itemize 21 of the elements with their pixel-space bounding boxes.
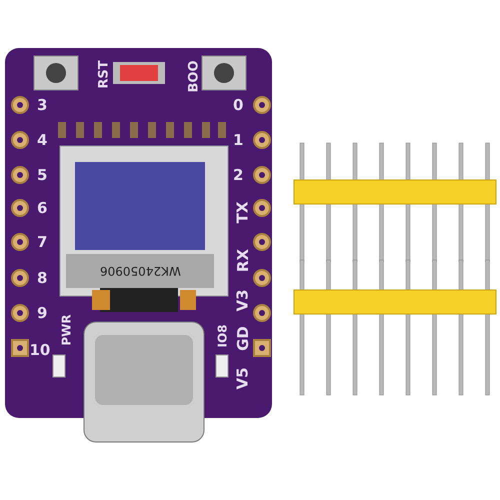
pin-label: 6 — [37, 200, 48, 216]
pin-label: 4 — [37, 132, 48, 148]
pin-label: 3 — [37, 98, 48, 112]
pin-label: 7 — [37, 234, 48, 250]
led-label: IO8 — [216, 324, 228, 348]
pin-label: 2 — [233, 168, 244, 182]
pin-label: 1 — [233, 132, 244, 148]
serial-number-text: WK24050906 — [100, 265, 180, 277]
pin-label: 9 — [37, 306, 48, 320]
pin-label: 10 — [30, 342, 50, 358]
pin-label: RX — [236, 248, 251, 272]
pin-label: GD — [235, 326, 250, 350]
power-led-label: PWR — [60, 314, 72, 346]
button-label: BOO — [188, 60, 200, 92]
pin-label: TX — [235, 201, 250, 223]
pin-label: 0 — [233, 98, 244, 112]
pin-label: V3 — [236, 288, 251, 312]
pin-label: V5 — [236, 366, 251, 390]
button-label: RST — [98, 60, 111, 88]
pin-label: 5 — [37, 168, 48, 182]
pin-label: 8 — [37, 270, 48, 286]
